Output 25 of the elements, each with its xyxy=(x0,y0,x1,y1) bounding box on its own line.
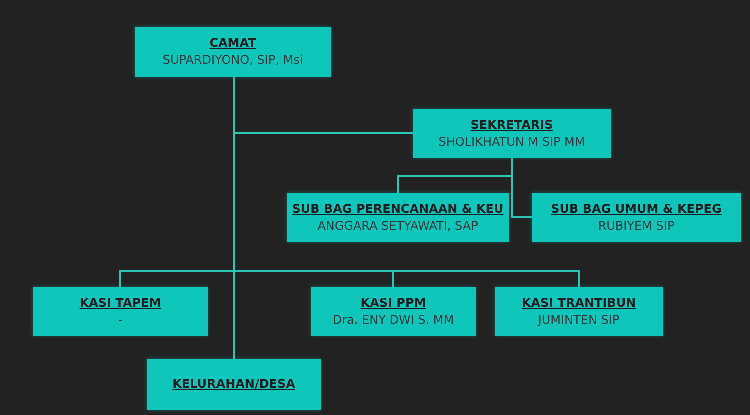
position-title: SEKRETARIS xyxy=(470,116,554,134)
org-box xyxy=(495,287,663,336)
person-name: Dra. ENY DWI S. MM xyxy=(332,312,454,328)
position-title: KASI TAPEM xyxy=(80,294,162,312)
org-box xyxy=(287,193,509,242)
connector-line xyxy=(233,77,235,359)
person-name: - xyxy=(118,312,123,328)
position-title: SUB BAG UMUM & KEPEG xyxy=(551,200,722,218)
org-box xyxy=(135,27,331,77)
org-box xyxy=(33,287,208,336)
position-title: SUB BAG PERENCANAAN & KEU xyxy=(292,200,504,218)
position-title: KELURAHAN/DESA xyxy=(172,376,296,393)
org-box xyxy=(413,109,611,158)
position-title: KASI TRANTIBUN xyxy=(522,294,636,312)
position-title: KASI PPM xyxy=(360,294,426,312)
person-name: RUBIYEM SIP xyxy=(598,218,675,234)
org-box xyxy=(147,359,321,410)
org-box xyxy=(532,193,741,242)
person-name: JUMINTEN SIP xyxy=(538,312,620,328)
person-name: ANGGARA SETYAWATI, SAP xyxy=(318,218,478,234)
position-title: CAMAT xyxy=(210,35,256,52)
org-box xyxy=(311,287,476,336)
connector-line xyxy=(511,158,532,218)
person-name: SHOLIKHATUN M SIP MM xyxy=(438,134,586,150)
person-name: SUPARDIYONO, SIP, Msi xyxy=(162,52,304,69)
